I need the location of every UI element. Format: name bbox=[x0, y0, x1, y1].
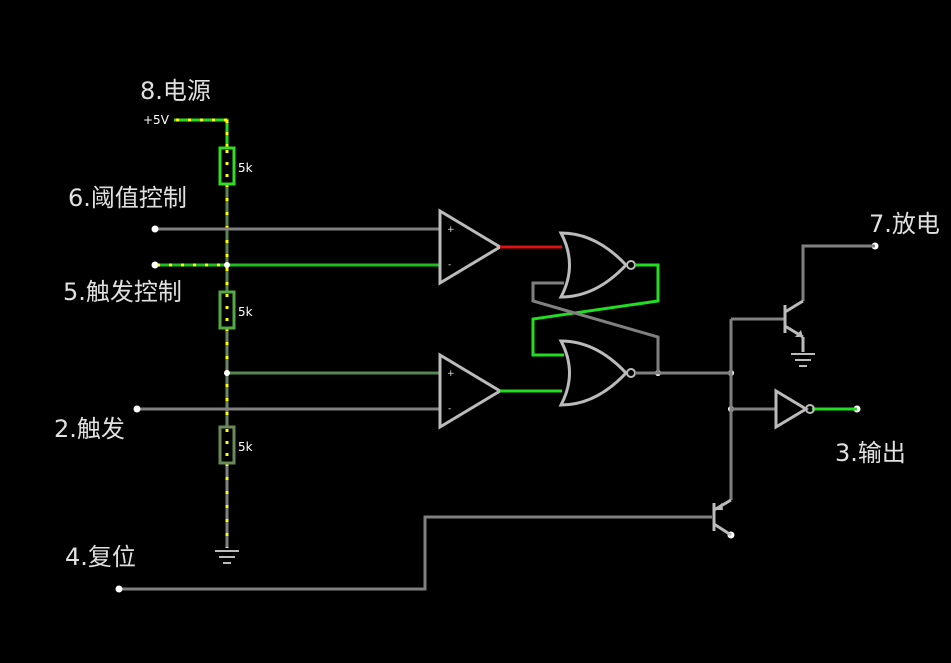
pin3-label: 3.输出 bbox=[835, 439, 906, 467]
nor-gate-upper[interactable] bbox=[558, 231, 636, 299]
resistor-middle[interactable]: 5k bbox=[218, 290, 253, 330]
comparator-lower[interactable]: + - bbox=[438, 352, 503, 430]
ground-symbol-discharge bbox=[791, 353, 815, 367]
divider-wires bbox=[174, 118, 229, 548]
comparator-upper-plus: + bbox=[447, 225, 455, 235]
comparator-lower-minus: - bbox=[448, 404, 451, 414]
resistor-bottom-label: 5k bbox=[238, 440, 253, 454]
supply-label: +5V bbox=[143, 113, 170, 127]
pin-terminals[interactable] bbox=[115, 225, 879, 593]
resistor-middle-label: 5k bbox=[238, 305, 253, 319]
resistor-top-label: 5k bbox=[238, 161, 253, 175]
pin4-label: 4.复位 bbox=[65, 543, 136, 571]
comparator-lower-plus: + bbox=[447, 369, 455, 379]
output-inverter[interactable] bbox=[774, 388, 815, 430]
reset-transistor[interactable] bbox=[712, 498, 732, 537]
comparator-upper[interactable]: + - bbox=[438, 208, 503, 286]
discharge-transistor[interactable] bbox=[783, 299, 805, 352]
pin2-label: 2.触发 bbox=[54, 415, 125, 443]
comparator-upper-minus: - bbox=[448, 260, 451, 270]
pin5-terminal bbox=[151, 261, 159, 269]
pin4-terminal bbox=[115, 585, 123, 593]
pin6-label: 6.阈值控制 bbox=[68, 184, 187, 212]
ground-symbol-divider bbox=[215, 550, 239, 564]
pin8-label: 8.电源 bbox=[140, 77, 211, 105]
resistor-top[interactable]: 5k bbox=[218, 146, 253, 186]
pin6-terminal bbox=[151, 225, 159, 233]
nor-gate-lower[interactable] bbox=[558, 339, 636, 407]
latch-feedback-wires bbox=[531, 263, 731, 375]
pin7-label: 7.放电 bbox=[869, 210, 940, 238]
input-wires bbox=[119, 227, 712, 591]
resistor-bottom[interactable]: 5k bbox=[218, 425, 253, 465]
pin2-terminal bbox=[133, 405, 141, 413]
output-stage-wires bbox=[729, 244, 875, 500]
pin5-label: 5.触发控制 bbox=[63, 278, 182, 306]
